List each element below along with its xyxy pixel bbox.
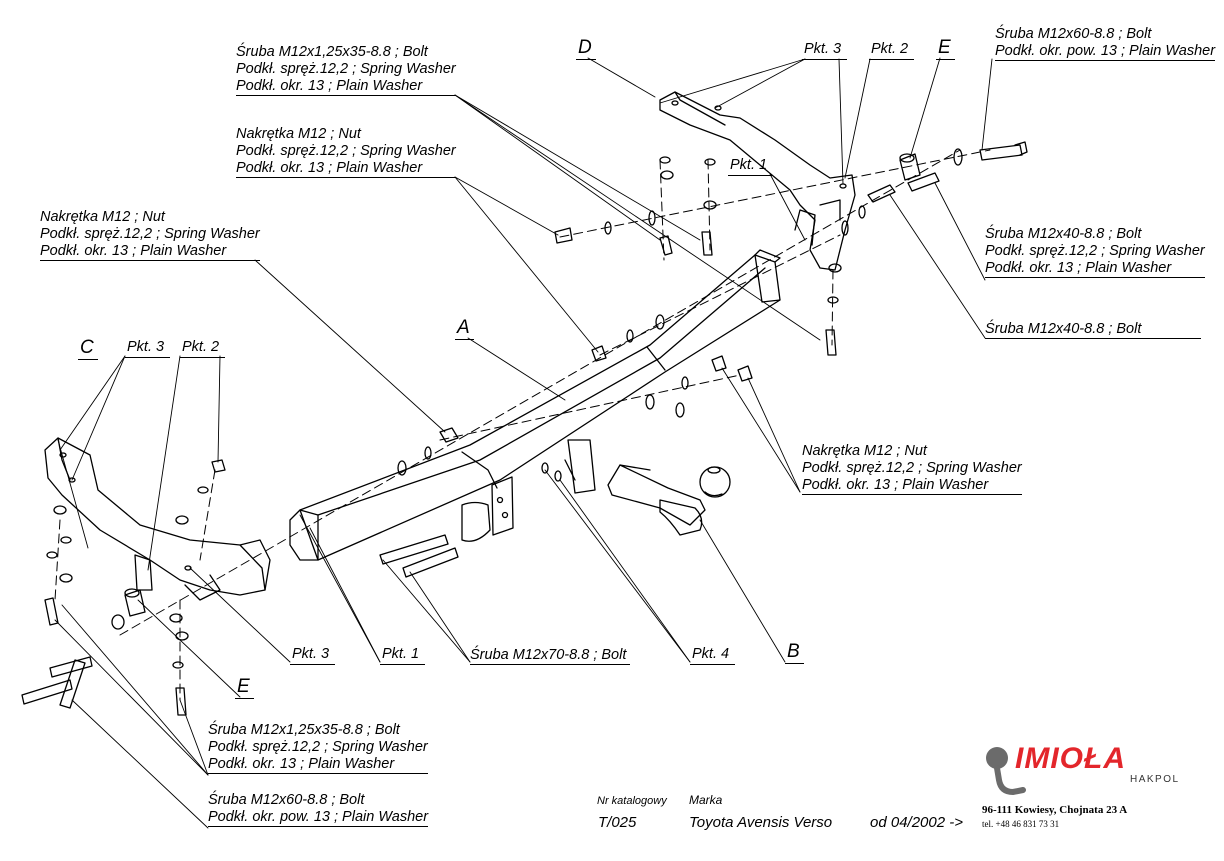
- ball-bracket: [564, 439, 596, 494]
- pkt3-left: Pkt. 3: [125, 339, 171, 358]
- pkt3-bottom: Pkt. 3: [290, 646, 336, 665]
- axis-c3: [199, 469, 216, 561]
- letter-e-bottom: E: [235, 677, 254, 699]
- side-bracket-c: [44, 437, 271, 601]
- label-bolt-c-bottom: Śruba M12x1,25x35-8.8 ; Bolt Podkł. sprę…: [208, 722, 428, 774]
- assembly-axis-top: [559, 149, 991, 238]
- pkt1-top: Pkt. 1: [728, 157, 774, 176]
- ball-neck-b: [607, 464, 731, 536]
- label-nut-left: Nakrętka M12 ; Nut Podkł. spręż.12,2 ; S…: [40, 209, 260, 261]
- label-bolt-m12x40: Śruba M12x40-8.8 ; Bolt: [985, 321, 1202, 339]
- label-line: Podkł. okr. pow. 13 ; Plain Washer: [995, 43, 1216, 61]
- catalog-value: T/025: [598, 814, 637, 831]
- letter-b: B: [785, 642, 804, 664]
- pkt1-bottom: Pkt. 1: [380, 646, 426, 665]
- from-value: od 04/2002 ->: [870, 814, 963, 831]
- side-bracket-d: [659, 91, 856, 271]
- pkt2-top: Pkt. 2: [869, 41, 915, 60]
- spacer-e-top: [899, 153, 921, 181]
- label-line: Śruba M12x60-8.8 ; Bolt: [208, 792, 365, 808]
- axis-d2: [707, 159, 711, 251]
- crossbar-a: [289, 249, 781, 561]
- label-line: Nakrętka M12 ; Nut: [802, 443, 927, 459]
- letter-e-top: E: [936, 38, 955, 60]
- label-line: Podkł. okr. 13 ; Plain Washer: [208, 756, 428, 774]
- label-line: Nakrętka M12 ; Nut: [236, 126, 361, 142]
- label-line: Podkł. okr. 13 ; Plain Washer: [802, 477, 1022, 495]
- assembly-axis-long: [119, 149, 961, 636]
- label-line: Podkł. okr. 13 ; Plain Washer: [40, 243, 260, 261]
- label-bolt-e-bottom: Śruba M12x60-8.8 ; Bolt Podkł. okr. pow.…: [208, 792, 429, 827]
- spacer-e-bottom: [124, 588, 146, 617]
- assembly-axis-right: [439, 374, 741, 441]
- axis-d1: [659, 159, 665, 261]
- socket-plate: [461, 476, 514, 542]
- brand-label: Marka: [689, 793, 723, 807]
- catalog-label: Nr katalogowy: [597, 795, 667, 807]
- label-line: Podkł. spręż.12,2 ; Spring Washer: [985, 243, 1205, 259]
- label-bolt-d-top: Śruba M12x1,25x35-8.8 ; Bolt Podkł. sprę…: [236, 44, 456, 96]
- label-line: Podkł. spręż.12,2 ; Spring Washer: [40, 226, 260, 242]
- label-line: Podkł. okr. 13 ; Plain Washer: [985, 260, 1205, 278]
- pkt3-top: Pkt. 3: [802, 41, 848, 60]
- letter-d: D: [576, 38, 596, 60]
- label-line: Podkł. okr. 13 ; Plain Washer: [236, 78, 456, 96]
- pkt2-left: Pkt. 2: [180, 339, 226, 358]
- label-nut-right: Nakrętka M12 ; Nut Podkł. spręż.12,2 ; S…: [802, 443, 1022, 495]
- label-bolt-e-top: Śruba M12x60-8.8 ; Bolt Podkł. okr. pow.…: [995, 26, 1216, 61]
- leader-lines: [54, 57, 993, 829]
- label-bolt-m12x70: Śruba M12x70-8.8 ; Bolt: [470, 647, 631, 665]
- label-line: Śruba M12x70-8.8 ; Bolt: [470, 647, 627, 663]
- label-line: Podkł. spręż.12,2 ; Spring Washer: [236, 61, 456, 77]
- label-line: Podkł. spręż.12,2 ; Spring Washer: [236, 143, 456, 159]
- label-line: Podkł. okr. 13 ; Plain Washer: [236, 160, 456, 178]
- company-logo: IMIOŁA HAKPOL: [975, 740, 1195, 800]
- letter-c: C: [78, 338, 98, 360]
- axis-c1: [54, 519, 61, 601]
- pkt4-bottom: Pkt. 4: [690, 646, 736, 665]
- hook-logo-icon: [986, 747, 1026, 796]
- label-line: Podkł. spręż.12,2 ; Spring Washer: [802, 460, 1022, 476]
- label-line: Śruba M12x40-8.8 ; Bolt: [985, 321, 1142, 337]
- label-nut-mid: Nakrętka M12 ; Nut Podkł. spręż.12,2 ; S…: [236, 126, 456, 178]
- label-line: Podkł. spręż.12,2 ; Spring Washer: [208, 739, 428, 755]
- label-line: Nakrętka M12 ; Nut: [40, 209, 165, 225]
- label-line: Śruba M12x1,25x35-8.8 ; Bolt: [236, 44, 428, 60]
- label-line: Podkł. okr. pow. 13 ; Plain Washer: [208, 809, 429, 827]
- company-address: 96-111 Kowiesy, Chojnata 23 A: [982, 804, 1128, 816]
- label-line: Śruba M12x60-8.8 ; Bolt: [995, 26, 1152, 42]
- axis-pkt1: [831, 269, 834, 346]
- logo-text: IMIOŁA: [1015, 742, 1126, 775]
- label-bolt-m12x40-washers: Śruba M12x40-8.8 ; Bolt Podkł. spręż.12,…: [985, 226, 1205, 278]
- label-line: Śruba M12x40-8.8 ; Bolt: [985, 226, 1142, 242]
- company-phone: tel. +48 46 831 73 31: [982, 819, 1060, 829]
- logo-subtext: HAKPOL: [1130, 774, 1180, 785]
- letter-a: A: [455, 318, 474, 340]
- label-line: Śruba M12x1,25x35-8.8 ; Bolt: [208, 722, 400, 738]
- assembly-axis-mid: [599, 234, 841, 356]
- brand-value: Toyota Avensis Verso: [689, 814, 833, 831]
- nuts-washers: [46, 156, 866, 669]
